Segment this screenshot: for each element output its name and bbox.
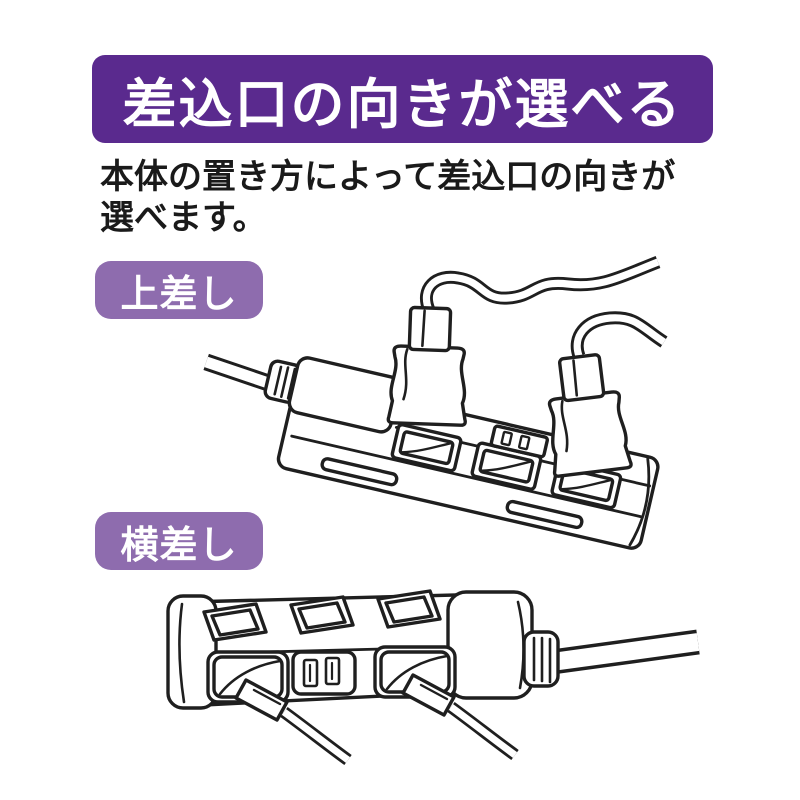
strip-end-cap <box>628 457 651 547</box>
rocker-switch <box>202 602 268 642</box>
plug-cords <box>420 255 668 359</box>
top-insert-illustration <box>203 255 668 550</box>
plug-inserted-top-right <box>539 350 634 479</box>
side-insert-illustration <box>166 589 700 800</box>
foot-slot <box>320 457 399 487</box>
power-cord-right <box>550 629 700 675</box>
description-line-1: 本体の置き方によって差込口の向きが <box>100 158 676 196</box>
section-label-side-insert: 横差し <box>95 512 263 570</box>
rocker-switch <box>390 423 463 473</box>
rocker-switch <box>289 595 355 635</box>
description: 本体の置き方によって差込口の向きが 選べます。 <box>100 157 720 239</box>
cord-strain-relief <box>522 630 560 688</box>
page-title: 差込口の向きが選べる <box>92 55 713 143</box>
outlet-slots <box>489 424 550 459</box>
rocker-switch <box>376 589 442 629</box>
plug-inserted-top-left <box>386 305 471 428</box>
foot-slot <box>505 499 584 530</box>
outlet-slots <box>291 650 357 696</box>
description-line-2: 選べます。 <box>100 199 267 237</box>
rocker-switch <box>470 441 543 491</box>
section-label-top-insert: 上差し <box>95 261 263 319</box>
